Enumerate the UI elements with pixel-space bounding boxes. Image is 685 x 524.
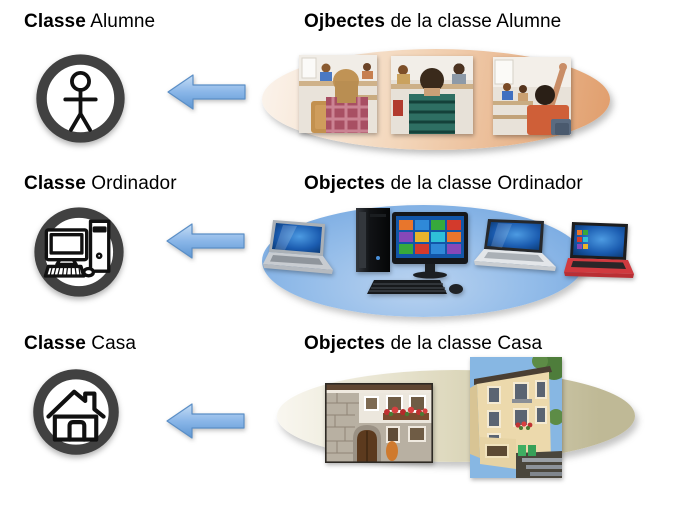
class-alumne-heading: Classe Alumne bbox=[24, 11, 155, 33]
silver-black-laptop-photo bbox=[474, 219, 556, 271]
class-ordinador-heading-bold: Classe bbox=[24, 173, 86, 194]
objects-ordinador-heading: Objectes de la classe Ordinador bbox=[304, 173, 583, 195]
arrow-left-alumne bbox=[167, 74, 246, 110]
objects-alumne-heading: Ojbectes de la classe Alumne bbox=[304, 11, 561, 33]
red-laptop-photo bbox=[564, 222, 634, 278]
stone-house-with-flowers-photo bbox=[325, 383, 433, 463]
classroom-student-back-girl-photo bbox=[299, 55, 377, 133]
house-icon bbox=[33, 369, 119, 455]
desktop-tower-monitor-keyboard-photo bbox=[356, 208, 468, 294]
three-story-cream-house-photo bbox=[470, 357, 562, 478]
objects-alumne-heading-bold: Ojbectes bbox=[304, 11, 386, 32]
objects-ordinador-heading-bold: Objectes bbox=[304, 173, 386, 194]
objects-casa-heading-bold: Objectes bbox=[304, 333, 386, 354]
objects-alumne-heading-rest: de la classe Alumne bbox=[385, 11, 562, 32]
silver-laptop-photo bbox=[263, 220, 333, 274]
objects-casa-heading: Objectes de la classe Casa bbox=[304, 333, 542, 355]
class-casa-heading-bold: Classe bbox=[24, 333, 86, 354]
class-alumne-heading-bold: Classe bbox=[24, 11, 86, 32]
objects-casa-heading-rest: de la classe Casa bbox=[385, 333, 543, 354]
desktop-computer-icon bbox=[34, 207, 124, 297]
class-casa-heading: Classe Casa bbox=[24, 333, 136, 355]
objects-ordinador-heading-rest: de la classe Ordinador bbox=[385, 173, 583, 194]
person-icon bbox=[36, 54, 125, 143]
arrow-left-ordinador bbox=[166, 223, 245, 259]
class-alumne-heading-rest: Alumne bbox=[85, 11, 156, 32]
classroom-student-raising-hand-photo bbox=[493, 57, 571, 135]
class-casa-heading-rest: Casa bbox=[85, 333, 137, 354]
class-ordinador-heading-rest: Ordinador bbox=[85, 173, 177, 194]
arrow-left-casa bbox=[166, 403, 245, 439]
classroom-student-back-boy-photo bbox=[391, 56, 473, 134]
class-ordinador-heading: Classe Ordinador bbox=[24, 173, 177, 195]
